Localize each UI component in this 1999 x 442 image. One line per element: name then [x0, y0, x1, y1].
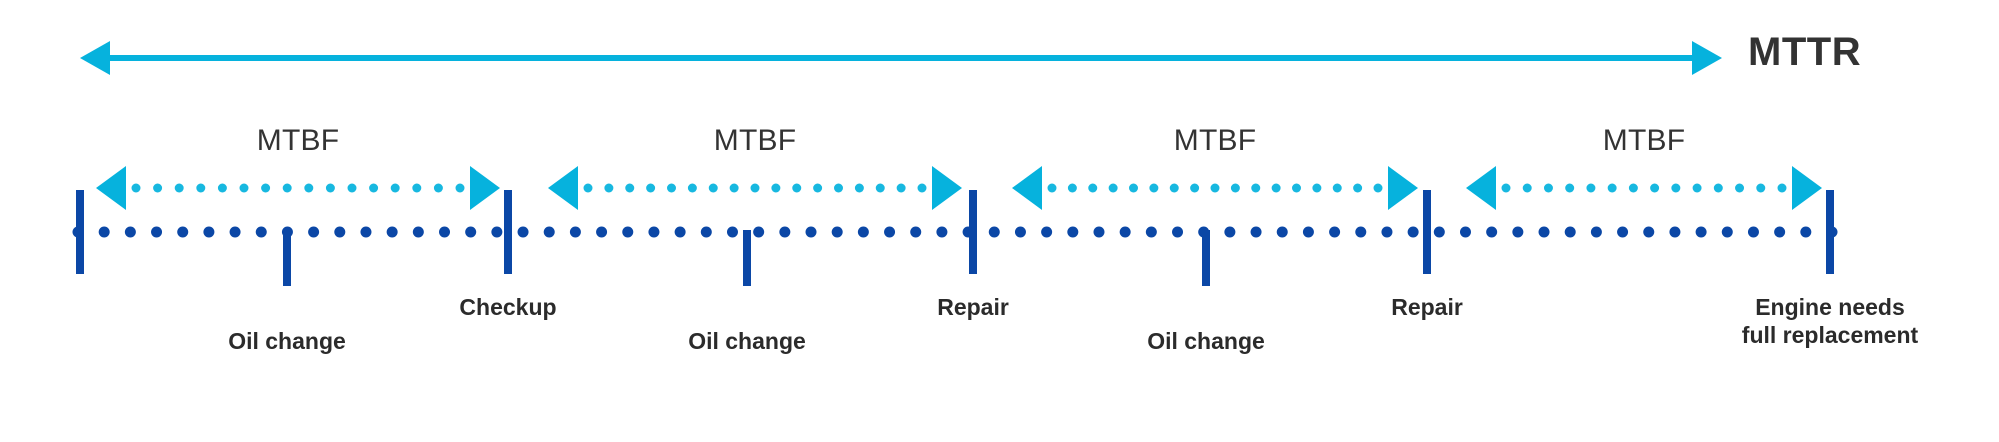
- mtbf-label-2: MTBF: [713, 124, 797, 157]
- label-repair-2-line-1: Repair: [1391, 294, 1463, 320]
- label-checkup: Checkup: [459, 293, 556, 321]
- label-repair-2: Repair: [1391, 293, 1463, 321]
- mttr-arrow: [80, 41, 1722, 75]
- mtbf-arrowhead-right-4: [1792, 166, 1822, 210]
- boundary-tick-4: [1423, 190, 1431, 274]
- mttr-arrowhead-right: [1692, 41, 1722, 75]
- boundary-tick-2: [504, 190, 512, 274]
- mtbf-dots-2: [583, 183, 927, 193]
- label-oil-change-2: Oil change: [688, 327, 806, 355]
- mtbf-arrowhead-right-2: [932, 166, 962, 210]
- mtbf-arrowhead-left-4: [1466, 166, 1496, 210]
- mtbf-arrow-4: [1466, 166, 1822, 210]
- mtbf-arrow-2: [548, 166, 962, 210]
- mtbf-arrowhead-left-2: [548, 166, 578, 210]
- event-tick-3: [1202, 230, 1210, 286]
- mtbf-arrow-1: [96, 166, 500, 210]
- boundary-tick-3: [969, 190, 977, 274]
- label-checkup-line-1: Checkup: [459, 294, 557, 320]
- label-oil-change-1-line-1: Oil change: [228, 328, 346, 354]
- label-oil-change-1: Oil change: [228, 327, 346, 355]
- mtbf-arrowhead-left-1: [96, 166, 126, 210]
- label-repair-1-line-1: Repair: [937, 294, 1009, 320]
- mttr-arrowhead-left: [80, 41, 110, 75]
- boundary-tick-1: [76, 190, 84, 274]
- mtbf-label-1: MTBF: [256, 124, 340, 157]
- label-oil-change-3: Oil change: [1147, 327, 1265, 355]
- mttr-label: MTTR: [1748, 30, 1862, 74]
- mtbf-dots-1: [131, 183, 465, 193]
- mtbf-label-3: MTBF: [1173, 124, 1257, 157]
- label-oil-change-3-line-1: Oil change: [1147, 328, 1265, 354]
- label-repair-1: Repair: [937, 293, 1009, 321]
- mtbf-label-4: MTBF: [1602, 124, 1686, 157]
- mtbf-dots-4: [1501, 183, 1787, 193]
- boundary-tick-5: [1826, 190, 1834, 274]
- label-oil-change-2-line-1: Oil change: [688, 328, 806, 354]
- label-engine-replacement-line-2: full replacement: [1741, 322, 1919, 349]
- mtbf-arrowhead-left-3: [1012, 166, 1042, 210]
- mtbf-arrow-3: [1012, 166, 1418, 210]
- mttr-arrow-line: [108, 55, 1694, 61]
- event-tick-1: [283, 230, 291, 286]
- mtbf-arrowhead-right-1: [470, 166, 500, 210]
- mtbf-dots-3: [1047, 183, 1383, 193]
- mtbf-arrowhead-right-3: [1388, 166, 1418, 210]
- event-tick-2: [743, 230, 751, 286]
- label-engine-replacement-line-1: Engine needs: [1755, 294, 1905, 320]
- timeline-dotted-line: [72, 226, 1838, 238]
